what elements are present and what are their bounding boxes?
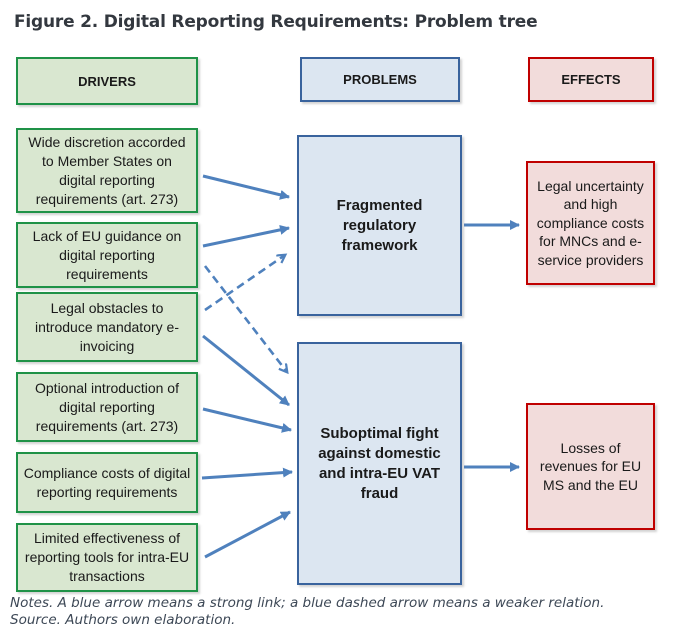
problem-box-text: Suboptimal fight against domestic and in… bbox=[318, 424, 441, 502]
problem-box-text: Fragmented regulatory framework bbox=[336, 196, 423, 254]
arrow-driver-1-to-problem-1 bbox=[202, 174, 290, 200]
driver-box-limited-effectiveness: Limited effectiveness of reporting tools… bbox=[16, 523, 198, 592]
effect-box-revenue-losses: Losses of revenues for EU MS and the EU bbox=[526, 403, 655, 530]
driver-box-legal-obstacles: Legal obstacles to introduce mandatory e… bbox=[16, 292, 198, 362]
arrow-driver-2-to-problem-1 bbox=[202, 224, 290, 248]
effect-box-legal-uncertainty: Legal uncertainty and high compliance co… bbox=[526, 161, 655, 285]
notes-line: Notes. A blue arrow means a strong link;… bbox=[10, 595, 605, 611]
arrow-driver-3-to-problem-2 bbox=[202, 334, 290, 407]
arrow-driver-2-to-problem-2 bbox=[203, 265, 287, 372]
drivers-header-label: DRIVERS bbox=[78, 73, 136, 89]
arrow-driver-5-to-problem-2 bbox=[201, 467, 293, 480]
driver-box-compliance-costs: Compliance costs of digital reporting re… bbox=[16, 452, 198, 513]
effect-box-text: Losses of revenues for EU MS and the EU bbox=[539, 439, 642, 493]
column-header-drivers: DRIVERS bbox=[16, 57, 198, 105]
column-header-effects: EFFECTS bbox=[528, 57, 654, 102]
effect-box-text: Legal uncertainty and high compliance co… bbox=[536, 177, 645, 268]
driver-box-text: Legal obstacles to introduce mandatory e… bbox=[35, 299, 179, 354]
column-header-problems: PROBLEMS bbox=[300, 57, 460, 102]
source-line: Source. Authors own elaboration. bbox=[10, 612, 236, 628]
driver-box-text: Limited effectiveness of reporting tools… bbox=[24, 530, 190, 584]
driver-box-text: Wide discretion accorded to Member State… bbox=[28, 133, 186, 207]
arrow-driver-4-to-problem-2 bbox=[202, 407, 292, 433]
arrow-driver-6-to-problem-2 bbox=[204, 510, 291, 559]
arrow-driver-3-to-problem-1 bbox=[204, 255, 285, 312]
figure-notes: Notes. A blue arrow means a strong link;… bbox=[10, 595, 604, 629]
figure-title: Figure 2. Digital Reporting Requirements… bbox=[14, 12, 538, 32]
driver-box-text: Compliance costs of digital reporting re… bbox=[23, 464, 191, 500]
driver-box-text: Optional introduction of digital reporti… bbox=[35, 379, 179, 434]
driver-box-wide-discretion: Wide discretion accorded to Member State… bbox=[16, 128, 198, 213]
problem-box-fragmented-framework: Fragmented regulatory framework bbox=[297, 135, 462, 316]
driver-box-lack-of-eu-guidance: Lack of EU guidance on digital reporting… bbox=[16, 222, 198, 288]
driver-box-optional-introduction: Optional introduction of digital reporti… bbox=[16, 372, 198, 442]
problem-box-suboptimal-vat-fraud-fight: Suboptimal fight against domestic and in… bbox=[297, 342, 462, 585]
driver-box-text: Lack of EU guidance on digital reporting… bbox=[32, 227, 182, 282]
effects-header-label: EFFECTS bbox=[561, 72, 621, 87]
problems-header-label: PROBLEMS bbox=[343, 72, 417, 87]
